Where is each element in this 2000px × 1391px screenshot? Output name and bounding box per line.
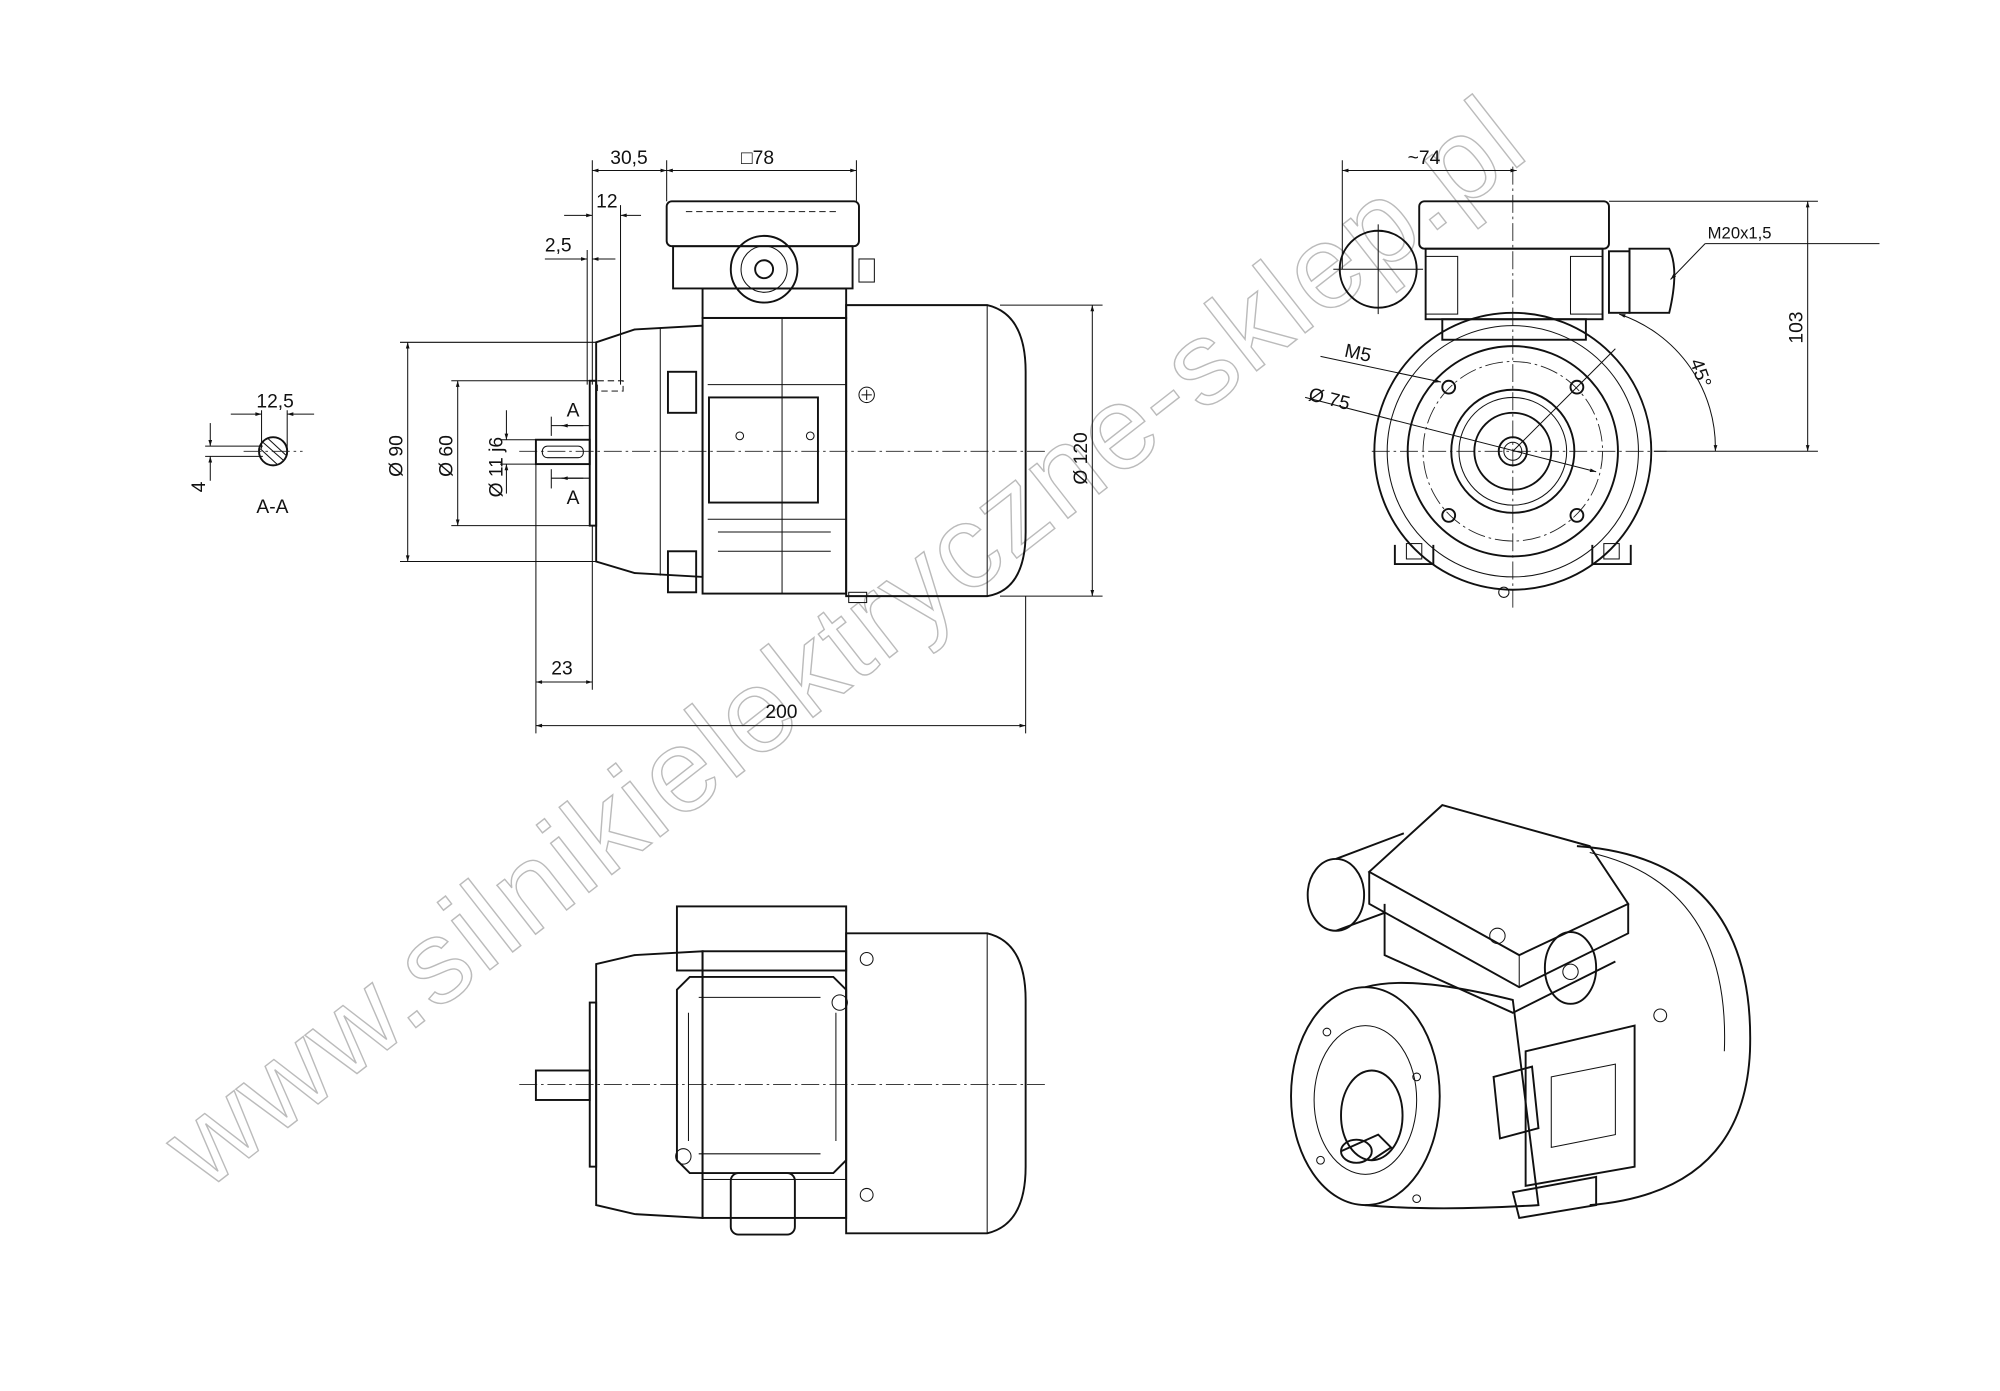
front-view-dimensions: 30,5 □78 12 2,5 Ø 90 Ø 60 Ø 11 j6 A A [387,148,1103,734]
cable-gland [1543,931,1598,1005]
dim-200: 200 [765,702,797,723]
dim-4: 4 [189,481,210,492]
terminal-box-side [675,905,848,972]
gland-cap [1306,857,1366,932]
stator-body [701,316,848,595]
front-view [519,200,1045,604]
cable-gland [729,234,799,304]
dim-103: 103 [1787,312,1808,344]
terminal-box-lid [1367,804,1630,957]
section-mark-a-bottom: A [567,488,580,509]
end-shield [1373,311,1653,591]
section-mark-a-top: A [567,401,580,422]
section-label: A-A [256,497,288,518]
isometric-view [1290,804,1752,1220]
section-a-a: 12,5 4 A-A [189,392,315,518]
dim-74: ~74 [1408,148,1441,169]
dim-dia-90: Ø 90 [387,435,408,477]
dim-2-5: 2,5 [545,235,572,256]
dim-12-5: 12,5 [256,392,293,413]
hole-thread-label: M5 [1343,341,1373,367]
dim-square-78: □78 [741,148,774,169]
mounting-holes [1441,379,1585,523]
dim-dia-11-j6: Ø 11 j6 [487,437,508,498]
side-view [1333,166,1676,609]
dim-30-5: 30,5 [610,148,647,169]
shaft [534,438,591,466]
flange-face [1290,986,1441,1207]
angle-45: 45° [1685,356,1715,391]
dim-12: 12 [596,192,617,213]
dim-dia-75: Ø 75 [1306,384,1352,414]
shaft [534,1069,591,1101]
gland-thread-label: M20x1,5 [1708,223,1772,242]
motor-housing [845,304,1027,598]
dim-dia-120: Ø 120 [1071,432,1092,484]
screw-icon [858,386,875,404]
shaft-end [1340,1138,1373,1164]
cable-gland [1628,247,1676,314]
dim-dia-60: Ø 60 [437,435,458,477]
dim-23: 23 [551,658,572,679]
terminal-box-lid [665,200,860,248]
top-view [519,905,1045,1236]
watermark: www.silnikielektryczne-sklep.pl [138,70,1548,1212]
terminal-box-lid [675,975,848,1175]
